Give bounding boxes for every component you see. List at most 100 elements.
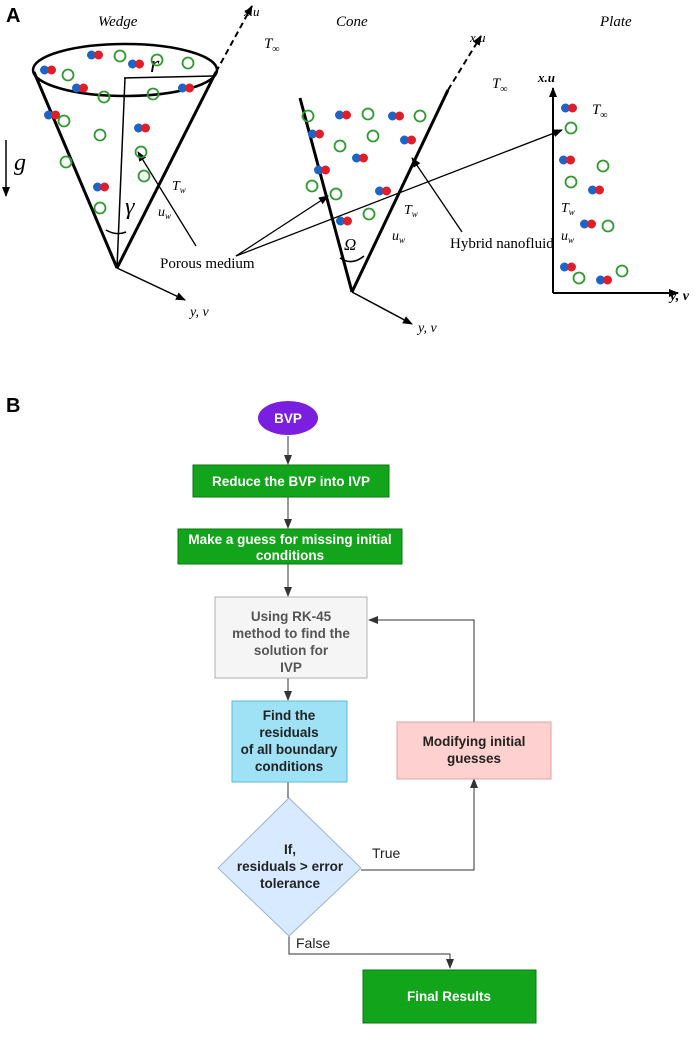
connector-true-modify <box>361 778 478 871</box>
cone-y-axis-arrow <box>351 291 413 325</box>
nanoparticle-red <box>315 129 324 139</box>
porous-particle <box>572 271 586 285</box>
nanoparticle-red <box>321 165 330 175</box>
nanoparticle-red <box>135 59 144 69</box>
wedge-y-axis-arrow <box>116 267 186 301</box>
porous-particle <box>564 175 578 189</box>
porous-particle <box>61 68 75 82</box>
porous-particle <box>93 201 107 215</box>
wedge-y-axis-label: y, v <box>188 305 209 320</box>
cone-left-edge <box>298 97 354 293</box>
plate-title: Plate <box>599 14 632 30</box>
nanoparticle-blue <box>335 110 344 120</box>
nanoparticle-red <box>79 83 88 93</box>
final-results-box <box>362 969 537 1024</box>
cone-right-edge <box>350 89 450 293</box>
nanoparticle-blue <box>128 59 137 69</box>
panel-b: B BVP Reduce the BVP into IVP Make a gue… <box>6 395 552 1024</box>
porous-particle <box>137 169 151 183</box>
plate-t-inf: T∞ <box>592 102 607 121</box>
nanoparticle-blue <box>308 129 317 139</box>
nanoparticle-red <box>595 185 604 195</box>
cone-y-axis-label: y, v <box>416 321 437 336</box>
cone-angle-symbol: Ω <box>344 235 356 254</box>
nanoparticle-red <box>407 135 416 145</box>
nanoparticle-blue <box>352 153 361 163</box>
bvp-start-node <box>258 401 318 435</box>
wedge-x-axis-arrow <box>215 5 253 73</box>
panel-b-label: B <box>6 395 20 417</box>
nanoparticle-blue <box>87 50 96 60</box>
modify-guesses-text-1: Modifying initial <box>423 734 526 749</box>
porous-particle <box>596 159 610 173</box>
plate-particles <box>559 103 629 285</box>
plate-y-axis-label: y, v <box>668 289 690 304</box>
wedge-angle-arc <box>105 229 127 235</box>
nanoparticle-blue <box>40 65 49 75</box>
plate-diagram: Plate x.u y, v T∞ Tw uw <box>537 14 690 304</box>
plate-x-axis-label: x.u <box>537 70 555 85</box>
porous-particle <box>181 56 195 70</box>
cone-x-axis-arrow <box>447 35 482 91</box>
panel-a: A Wedge r x.u y, v T∞ g γ Tw uw <box>2 4 690 336</box>
step-guess-text-2: conditions <box>256 548 324 563</box>
nanoparticle-blue <box>580 219 589 229</box>
step-rk45-text-2: method to find the <box>232 626 350 641</box>
step-guess-box <box>177 528 403 565</box>
nanoparticle-red <box>51 110 60 120</box>
nanoparticle-red <box>141 123 150 133</box>
wedge-title: Wedge <box>98 14 138 30</box>
modify-guesses-text-2: guesses <box>447 751 501 766</box>
false-label: False <box>296 935 330 951</box>
cone-diagram: Cone x.u y, v T∞ Ω Tw uw Hybrid nanoflui… <box>298 14 554 336</box>
cone-title: Cone <box>336 14 368 30</box>
porous-particle <box>97 90 111 104</box>
wedge-radius-line <box>123 75 215 79</box>
porous-particle <box>301 109 315 123</box>
porous-particle <box>305 179 319 193</box>
decision-text-2: residuals > error <box>237 859 344 874</box>
porous-particle <box>615 264 629 278</box>
porous-particle <box>362 207 376 221</box>
nanoparticle-blue <box>559 155 568 165</box>
nanoparticle-red <box>382 186 391 196</box>
porous-particle <box>329 187 343 201</box>
nanoparticle-blue <box>336 216 345 226</box>
step-residuals-box <box>231 700 348 783</box>
wedge-axis-line <box>116 77 126 269</box>
porous-particle <box>601 219 615 233</box>
cone-uw-label: uw <box>392 229 405 245</box>
porous-medium-label: Porous medium <box>160 256 255 272</box>
step-rk45-text-3: solution for <box>254 643 329 658</box>
panel-a-label: A <box>6 5 20 27</box>
porous-particle <box>366 129 380 143</box>
nanoparticle-red <box>343 216 352 226</box>
porous-particle <box>564 121 578 135</box>
bvp-start-text: BVP <box>274 411 302 426</box>
step-rk45-box <box>214 596 368 679</box>
nanoparticle-blue <box>596 275 605 285</box>
nanoparticle-blue <box>314 165 323 175</box>
step-rk45-text-1: Using RK-45 <box>251 609 332 624</box>
decision-text-1: If, <box>284 842 296 857</box>
wedge-uw-label: uw <box>158 205 171 221</box>
porous-particle <box>333 139 347 153</box>
nanoparticle-red <box>100 182 109 192</box>
gravity-symbol: g <box>14 150 26 176</box>
plate-uw-label: uw <box>561 229 574 245</box>
cone-angle-arc <box>339 255 365 263</box>
step-rk45-text-4: IVP <box>280 660 302 675</box>
wedge-tw-label: Tw <box>172 179 186 195</box>
nanoparticle-blue <box>561 103 570 113</box>
cone-particles <box>301 107 427 226</box>
nanoparticle-blue <box>400 135 409 145</box>
nanoparticle-red <box>94 50 103 60</box>
nanoparticle-red <box>395 111 404 121</box>
porous-particle <box>113 49 127 63</box>
connector-false-end <box>288 936 454 969</box>
step-residuals-text-3: of all boundary <box>241 742 338 757</box>
nanoparticle-blue <box>560 262 569 272</box>
nanoparticle-red <box>47 65 56 75</box>
wedge-right-edge <box>115 71 218 269</box>
step-reduce-text: Reduce the BVP into IVP <box>212 474 370 489</box>
